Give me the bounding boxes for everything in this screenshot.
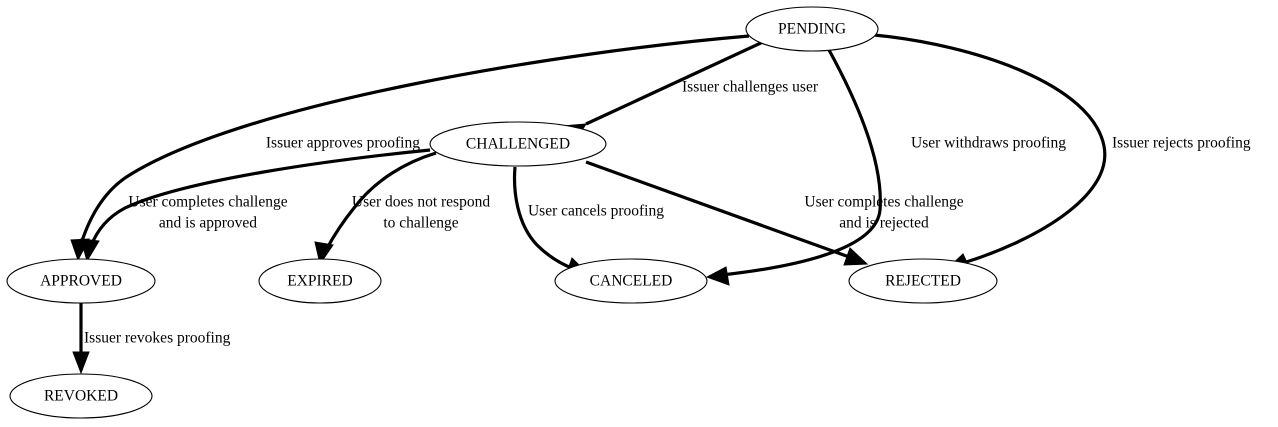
node-shape-revoked: [9, 373, 153, 419]
node-shape-approved: [6, 258, 156, 304]
edge-label-pending-canceled: User withdraws proofing: [911, 135, 1066, 152]
edge-label-pending-challenged: Issuer challenges user: [682, 79, 819, 96]
arrowhead-approved-from-challenged: [80, 238, 100, 263]
edge-path-challenged-rejected: [585, 160, 853, 260]
node-label-challenged: CHALLENGED: [466, 136, 570, 153]
node-challenged[interactable]: CHALLENGED: [429, 121, 607, 167]
edge-labels-layer: Issuer challenges user Issuer approves p…: [84, 79, 1251, 347]
node-label-rejected: REJECTED: [885, 273, 961, 290]
edge-path-pending-approved: [79, 34, 750, 245]
node-label-pending: PENDING: [778, 21, 846, 38]
arrowhead-rejected-from-challenged: [843, 247, 869, 266]
edge-path-challenged-approved: [89, 148, 431, 247]
edge-pending-to-rejected[interactable]: [873, 33, 1107, 272]
edge-label-challenged-rejected-line2: and is rejected: [839, 215, 929, 232]
edge-path-challenged-expired: [324, 151, 437, 251]
nodes-layer: PENDING CHALLENGED APPROVED EXPIRED CANC…: [6, 6, 998, 419]
edge-label-challenged-approved-line2: and is approved: [159, 215, 257, 232]
node-expired[interactable]: EXPIRED: [258, 258, 382, 304]
edge-path-challenged-canceled: [512, 166, 575, 271]
edge-label-challenged-canceled: User cancels proofing: [528, 203, 664, 220]
node-label-expired: EXPIRED: [287, 273, 352, 290]
node-shape-canceled: [554, 258, 708, 304]
node-shape-challenged: [429, 121, 607, 167]
node-rejected[interactable]: REJECTED: [848, 258, 998, 304]
edge-label-pending-approved: Issuer approves proofing: [266, 135, 420, 152]
edge-path-pending-challenged: [585, 40, 764, 126]
node-approved[interactable]: APPROVED: [6, 258, 156, 304]
node-label-canceled: CANCELED: [590, 273, 673, 290]
edge-challenged-to-approved[interactable]: [80, 148, 431, 263]
edge-label-pending-rejected: Issuer rejects proofing: [1112, 135, 1251, 152]
node-revoked[interactable]: REVOKED: [9, 373, 153, 419]
edge-label-approved-revoked: Issuer revokes proofing: [84, 330, 231, 347]
edge-pending-to-canceled[interactable]: [705, 49, 882, 286]
edge-path-pending-rejected: [873, 33, 1107, 265]
arrowhead-canceled-from-pending: [705, 266, 730, 286]
edge-label-challenged-expired-line1: User does not respond: [352, 194, 490, 211]
node-pending[interactable]: PENDING: [745, 6, 879, 52]
edge-label-challenged-expired-line2: to challenge: [383, 215, 458, 232]
edge-label-challenged-approved-line1: User completes challenge: [128, 194, 287, 211]
edge-challenged-to-rejected[interactable]: [585, 160, 869, 266]
node-label-approved: APPROVED: [40, 273, 122, 290]
node-shape-pending: [745, 6, 879, 52]
edge-path-pending-canceled: [721, 49, 882, 277]
arrowhead-revoked-from-approved: [72, 351, 90, 375]
node-canceled[interactable]: CANCELED: [554, 258, 708, 304]
node-shape-rejected: [848, 258, 998, 304]
node-label-revoked: REVOKED: [44, 388, 118, 405]
node-shape-expired: [258, 258, 382, 304]
edge-challenged-to-canceled[interactable]: [512, 166, 590, 276]
edge-label-challenged-rejected-line1: User completes challenge: [804, 194, 963, 211]
edge-approved-to-revoked[interactable]: [72, 303, 90, 375]
